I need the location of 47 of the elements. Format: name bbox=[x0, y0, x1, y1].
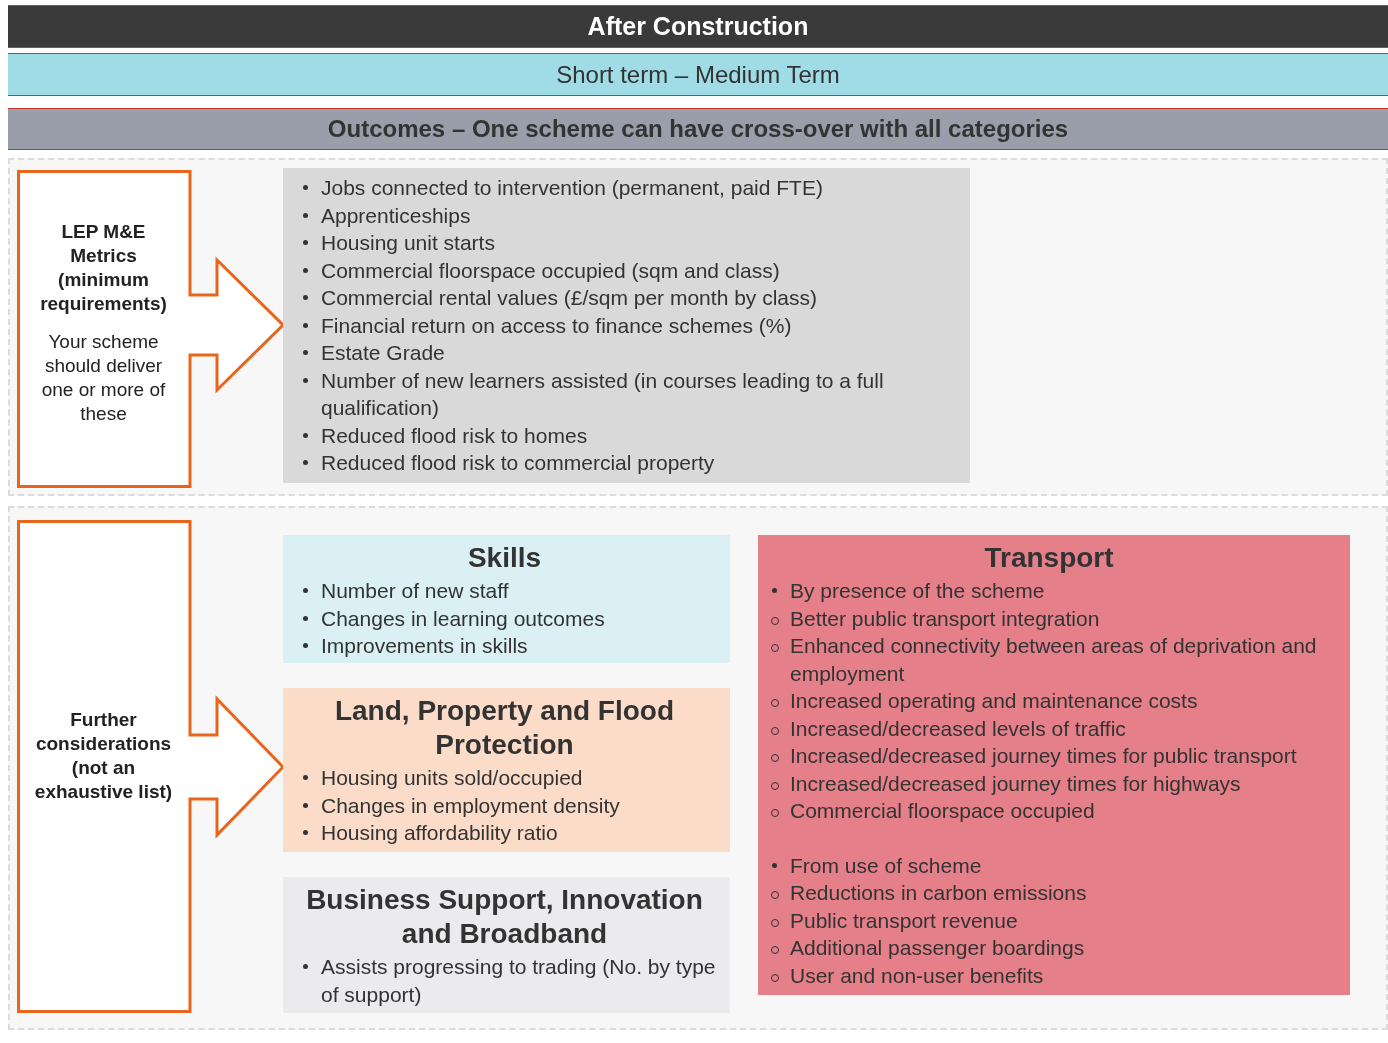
list-item: Estate Grade bbox=[291, 339, 958, 367]
list-item: Reduced flood risk to commercial property bbox=[291, 449, 958, 477]
list-item: User and non-user benefits bbox=[760, 961, 1338, 989]
list-item: Commercial rental values (£/sqm per month by class) bbox=[291, 284, 958, 312]
list-item: Housing units sold/occupied bbox=[291, 764, 718, 792]
list-item: Commercial floorspace occupied bbox=[760, 797, 1338, 825]
header-band: After Construction bbox=[8, 5, 1388, 48]
callout-arrow-shape bbox=[17, 520, 285, 1013]
subheader-band: Short term – Medium Term bbox=[8, 53, 1388, 96]
list-item: Increased/decreased journey times for highways bbox=[760, 769, 1338, 797]
list-item: Increased/decreased levels of traffic bbox=[760, 714, 1338, 742]
callout-heading: LEP M&E Metrics (minimum requirements) bbox=[39, 220, 168, 316]
list-item: Public transport revenue bbox=[760, 906, 1338, 934]
list-item: Commercial floorspace occupied (sqm and class) bbox=[291, 256, 958, 284]
list-item: From use of scheme bbox=[760, 851, 1338, 879]
box-heading: Business Support, Innovation and Broadband bbox=[305, 883, 704, 951]
category-box bbox=[283, 688, 730, 852]
category-box bbox=[283, 168, 970, 483]
list-item: Additional passenger boardings bbox=[760, 934, 1338, 962]
list-item: Number of new staff bbox=[291, 577, 718, 605]
section-band: Outcomes – One scheme can have cross-over with all categories bbox=[8, 108, 1388, 150]
callout-heading: Further considerations (not an exhaustive list) bbox=[33, 708, 174, 804]
list-item: Apprenticeships bbox=[291, 201, 958, 229]
box-heading: Transport bbox=[983, 541, 1115, 575]
list-item: Housing unit starts bbox=[291, 229, 958, 257]
list-item: Reduced flood risk to homes bbox=[291, 421, 958, 449]
list-item: Number of new learners assisted (in courses leading to a full qualification) bbox=[291, 366, 958, 422]
category-box bbox=[758, 535, 1350, 995]
box-heading: Land, Property and Flood Protection bbox=[333, 694, 676, 762]
list-item: Improvements in skills bbox=[291, 632, 718, 660]
list-item: Changes in employment density bbox=[291, 791, 718, 819]
list-item: Better public transport integration bbox=[760, 604, 1338, 632]
list-item: By presence of the scheme bbox=[760, 577, 1338, 605]
list-item: Increased operating and maintenance costs bbox=[760, 687, 1338, 715]
callout-note: Your scheme should deliver one or more of these bbox=[40, 330, 167, 426]
list-item: Changes in learning outcomes bbox=[291, 604, 718, 632]
list-item: Financial return on access to finance schemes (%) bbox=[291, 311, 958, 339]
list-item: Enhanced connectivity between areas of deprivation and employment bbox=[760, 632, 1338, 687]
list-item: Housing affordability ratio bbox=[291, 819, 718, 847]
list-item: Reductions in carbon emissions bbox=[760, 879, 1338, 907]
category-box bbox=[283, 877, 730, 1013]
list-item: Jobs connected to intervention (permanent, paid FTE) bbox=[291, 174, 958, 202]
list-item: Increased/decreased journey times for public transport bbox=[760, 742, 1338, 770]
callout-arrow-shape bbox=[17, 170, 285, 488]
box-heading: Skills bbox=[466, 541, 543, 575]
list-item: Assists progressing to trading (No. by type of support) bbox=[291, 953, 718, 1008]
category-box bbox=[283, 535, 730, 663]
